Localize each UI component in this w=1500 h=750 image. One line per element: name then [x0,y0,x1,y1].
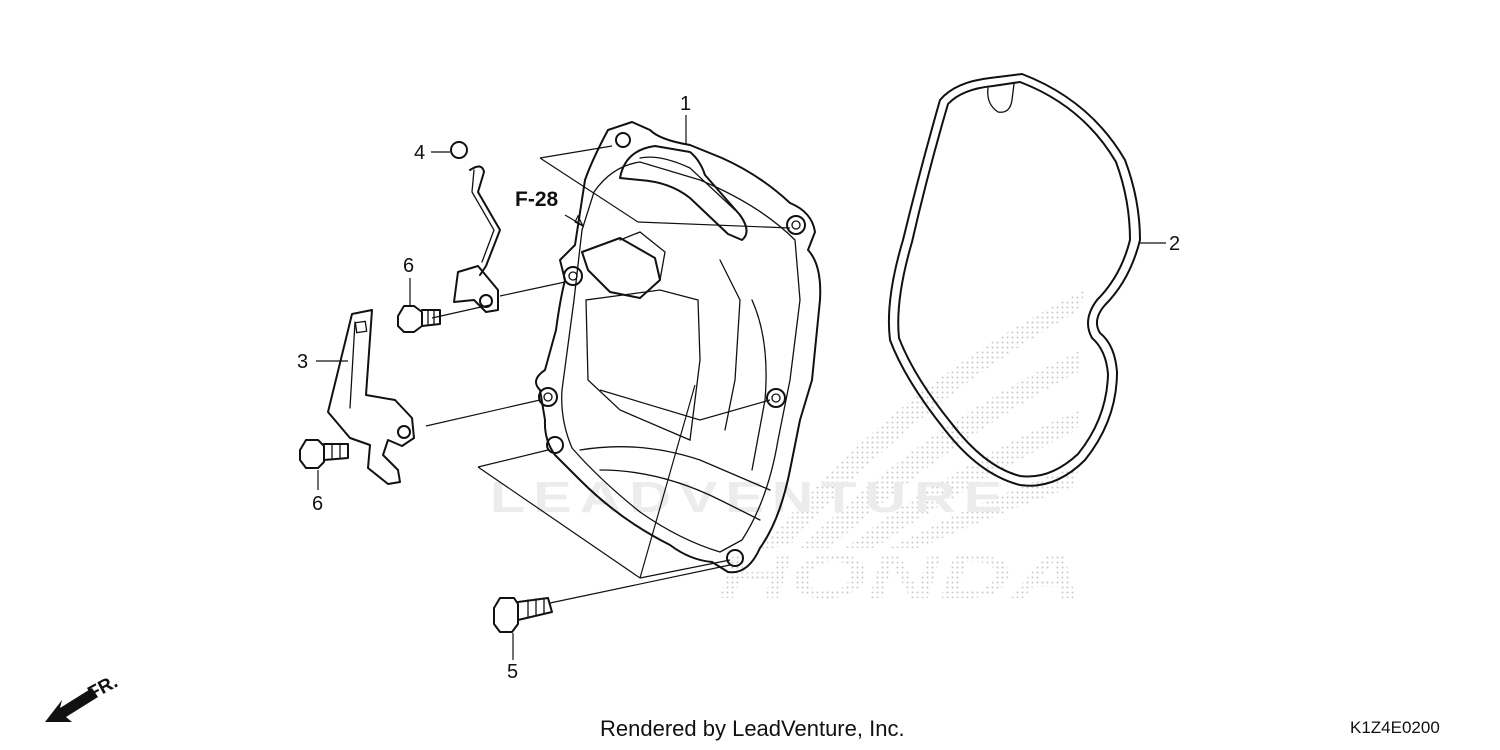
cylinder-head-cover [535,121,822,574]
honda-logo-watermark: HONDA [718,543,1083,612]
reference-label: F-28 [515,188,559,211]
lower-stay-bracket [327,309,415,485]
front-direction-indicator: FR. [45,672,121,722]
upper-flange-bolt [397,305,441,333]
honda-wing-watermark: HONDA [718,290,1085,612]
leader-lines [425,145,791,604]
callout-1: 1 [680,93,691,115]
rendered-by-credit: Rendered by LeadVenture, Inc. [600,716,905,741]
diagram-code: K1Z4E0200 [1350,718,1440,737]
callout-6-lower: 6 [312,493,323,515]
callout-4: 4 [414,142,425,164]
callout-2: 2 [1169,233,1180,255]
wire-clip [450,141,501,276]
callout-leaders [316,115,1166,660]
callout-3: 3 [297,351,308,373]
callout-5: 5 [507,661,518,683]
front-arrow-icon [45,688,98,722]
head-cover-bolt [493,597,553,633]
lower-flange-bolt [299,439,349,469]
callout-6-upper: 6 [403,255,414,277]
head-cover-gasket [887,73,1141,487]
upper-stay-bracket [453,265,499,313]
